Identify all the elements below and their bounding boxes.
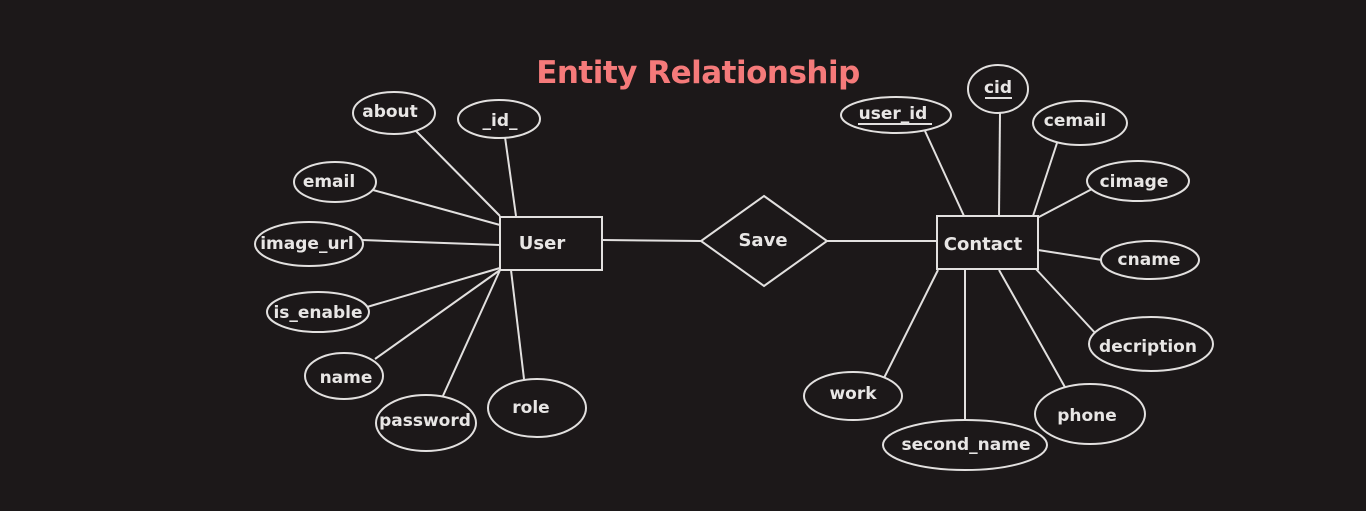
attr-password-ellipse bbox=[375, 394, 477, 452]
connector-user-id bbox=[504, 136, 517, 217]
attr-image-url-ellipse bbox=[254, 221, 364, 267]
connector-contact-cname bbox=[1037, 249, 1103, 261]
connector-user-password bbox=[441, 269, 501, 399]
attr-email-label: email bbox=[303, 172, 355, 192]
connector-contact-phone bbox=[998, 269, 1067, 390]
connector-user-is-enable bbox=[366, 267, 501, 308]
attr-is-enable: is_enable bbox=[266, 291, 370, 333]
attr-work-label: work bbox=[829, 384, 877, 404]
attr-user-id-label: user_id bbox=[859, 104, 928, 124]
attr-cemail: cemail bbox=[1032, 100, 1128, 146]
attr-role-ellipse bbox=[487, 378, 587, 438]
attr-cid-label: cid bbox=[984, 78, 1012, 98]
relationship-save: Save bbox=[699, 194, 829, 288]
attr-image-url: image_url bbox=[254, 221, 364, 267]
connector-user-save bbox=[601, 239, 702, 242]
connector-user-about bbox=[414, 129, 501, 217]
connector-contact-work bbox=[882, 269, 939, 381]
attr-name-label: name bbox=[320, 368, 373, 388]
attr-second-name-label: second_name bbox=[902, 435, 1031, 455]
attr-role-label: role bbox=[512, 398, 549, 418]
attr-user-id: user_id bbox=[840, 96, 952, 134]
attr-name: name bbox=[304, 352, 384, 400]
attr-is-enable-ellipse bbox=[266, 291, 370, 333]
attr-decription-label: decription bbox=[1099, 337, 1197, 357]
attr-password-label: password bbox=[379, 411, 471, 431]
connector-user-name bbox=[374, 269, 501, 360]
attr-decription-ellipse bbox=[1088, 316, 1214, 372]
attr-phone-label: phone bbox=[1057, 406, 1117, 426]
connector-contact-user-id bbox=[924, 130, 965, 217]
attr-email-ellipse bbox=[293, 161, 377, 203]
connector-contact-decription bbox=[1034, 267, 1098, 336]
attr-cname-label: cname bbox=[1118, 250, 1181, 270]
relationship-label: Save bbox=[738, 230, 787, 251]
connector-contact-cemail bbox=[1032, 142, 1058, 217]
attr-second-name-ellipse bbox=[882, 419, 1048, 471]
attr-name-ellipse bbox=[304, 352, 384, 400]
diagram-title: Entity Relationship bbox=[536, 55, 860, 91]
attr-about: about bbox=[352, 91, 436, 135]
attr-cimage-label: cimage bbox=[1100, 172, 1169, 192]
attr-cimage-ellipse bbox=[1086, 160, 1190, 202]
attr-id-label: _id_ bbox=[483, 111, 518, 131]
attr-image-url-label: image_url bbox=[260, 234, 354, 254]
attr-phone-ellipse bbox=[1034, 383, 1146, 445]
attr-phone: phone bbox=[1034, 383, 1146, 445]
entity-contact-box bbox=[936, 215, 1039, 270]
attr-cid: cid bbox=[967, 64, 1029, 114]
relationship-diamond bbox=[699, 194, 829, 288]
attr-email: email bbox=[293, 161, 377, 203]
attr-cemail-ellipse bbox=[1032, 100, 1128, 146]
attr-about-ellipse bbox=[352, 91, 436, 135]
attr-id-ellipse bbox=[457, 99, 541, 139]
connector-user-image-url bbox=[361, 239, 501, 246]
attr-work: work bbox=[803, 371, 903, 421]
entity-user: User bbox=[499, 216, 603, 271]
user-connectors bbox=[361, 129, 525, 399]
relationship-connectors bbox=[601, 239, 937, 242]
attr-second-name: second_name bbox=[882, 419, 1048, 471]
attr-cname-ellipse bbox=[1100, 240, 1200, 280]
connector-user-email bbox=[372, 189, 501, 226]
contact-connectors bbox=[882, 112, 1103, 421]
attr-is-enable-label: is_enable bbox=[273, 303, 362, 323]
entity-contact-label: Contact bbox=[944, 234, 1023, 255]
attr-about-label: about bbox=[362, 102, 418, 122]
attr-cname: cname bbox=[1100, 240, 1200, 280]
attr-decription: decription bbox=[1088, 316, 1214, 372]
attr-cimage: cimage bbox=[1086, 160, 1190, 202]
entity-contact: Contact bbox=[936, 215, 1039, 270]
entity-user-box bbox=[499, 216, 603, 271]
attr-id: _id_ bbox=[457, 99, 541, 139]
attr-cemail-label: cemail bbox=[1044, 111, 1106, 131]
connector-user-role bbox=[510, 269, 525, 380]
attr-cid-ellipse bbox=[967, 64, 1029, 114]
attr-work-ellipse bbox=[803, 371, 903, 421]
entity-user-label: User bbox=[519, 233, 566, 254]
connector-contact-cimage bbox=[1036, 188, 1093, 219]
attr-role: role bbox=[487, 378, 587, 438]
attr-password: password bbox=[375, 394, 477, 452]
connector-contact-cid bbox=[998, 112, 1001, 217]
